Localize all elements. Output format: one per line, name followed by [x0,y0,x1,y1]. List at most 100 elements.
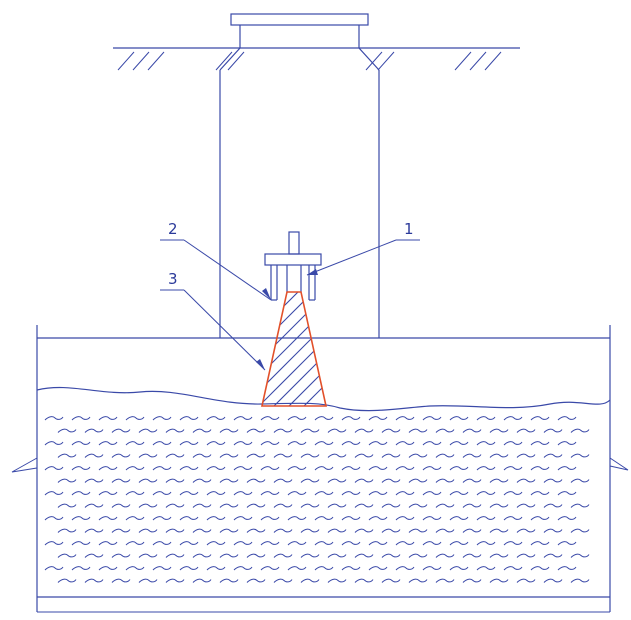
wave-stroke [246,528,266,533]
wave-stroke [125,466,145,471]
wave-stroke [449,416,469,421]
wave-stroke [273,578,293,583]
wave-stroke [152,491,172,496]
wave-stroke [395,441,415,446]
wave-stroke [125,416,145,421]
wave-stroke [98,516,118,521]
wave-stroke [503,466,523,471]
wave-stroke [260,441,280,446]
callout-1: 1 [306,220,420,276]
shaft [219,70,380,338]
wave-stroke [273,528,293,533]
wave-stroke [260,516,280,521]
wave-stroke [138,578,158,583]
wave-stroke [327,478,347,483]
wave-stroke [395,516,415,521]
wave-stroke [408,528,428,533]
wave-stroke [327,528,347,533]
wave-stroke [381,453,401,458]
wave-stroke [57,428,77,433]
wave-stroke [408,428,428,433]
wave-stroke [570,503,590,508]
wave-stroke [543,578,563,583]
wave-stroke [408,503,428,508]
wave-stroke [84,528,104,533]
wave-stroke [125,566,145,571]
wave-stroke [219,428,239,433]
wave-stroke [125,541,145,546]
wave-stroke [395,466,415,471]
wave-stroke [435,503,455,508]
wave-stroke [557,566,577,571]
wave-stroke [503,566,523,571]
wave-stroke [368,541,388,546]
wave-stroke [84,453,104,458]
wave-stroke [341,566,361,571]
wave-stroke [489,453,509,458]
wave-stroke [543,453,563,458]
wave-stroke [476,416,496,421]
wave-stroke [354,453,374,458]
callout-1-label: 1 [404,220,414,238]
wave-stroke [489,578,509,583]
wave-stroke [273,453,293,458]
wave-stroke [246,478,266,483]
wave-stroke [44,416,64,421]
wave-stroke [516,503,536,508]
wave-stroke [165,478,185,483]
wave-stroke [71,491,91,496]
wave-stroke [233,416,253,421]
liquid-surface [36,386,611,412]
wave-stroke [449,566,469,571]
wave-stroke [206,516,226,521]
wave-stroke [570,428,590,433]
wave-stroke [138,453,158,458]
wave-stroke [192,528,212,533]
wave-stroke [530,466,550,471]
wave-stroke [246,553,266,558]
wave-stroke [206,541,226,546]
wave-stroke [435,528,455,533]
wave-stroke [206,466,226,471]
wave-stroke [341,491,361,496]
wave-stroke [435,578,455,583]
wave-stroke [327,503,347,508]
wave-stroke [111,478,131,483]
callout-3: 3 [160,270,266,371]
wave-stroke [165,578,185,583]
wave-stroke [179,466,199,471]
wave-stroke [300,578,320,583]
wave-stroke [395,541,415,546]
wave-stroke [233,566,253,571]
wave-stroke [71,441,91,446]
wave-stroke [381,528,401,533]
wave-stroke [57,503,77,508]
wave-stroke [71,416,91,421]
wave-stroke [300,478,320,483]
wave-stroke [44,541,64,546]
wave-stroke [557,491,577,496]
wave-stroke [125,516,145,521]
wave-stroke [165,453,185,458]
wave-stroke [233,466,253,471]
wave-stroke [341,541,361,546]
wave-stroke [476,541,496,546]
wave-stroke [165,553,185,558]
wave-stroke [489,478,509,483]
wave-stroke [57,478,77,483]
wave-stroke [435,453,455,458]
wave-stroke [476,516,496,521]
wave-stroke [192,503,212,508]
wave-stroke [516,578,536,583]
wave-stroke [233,491,253,496]
wave-stroke [179,566,199,571]
wave-stroke [152,416,172,421]
wave-stroke [111,553,131,558]
wave-stroke [314,441,334,446]
wave-stroke [530,566,550,571]
wave-stroke [557,541,577,546]
wave-stroke [152,466,172,471]
wave-stroke [368,516,388,521]
wave-stroke [246,428,266,433]
wave-stroke [368,491,388,496]
